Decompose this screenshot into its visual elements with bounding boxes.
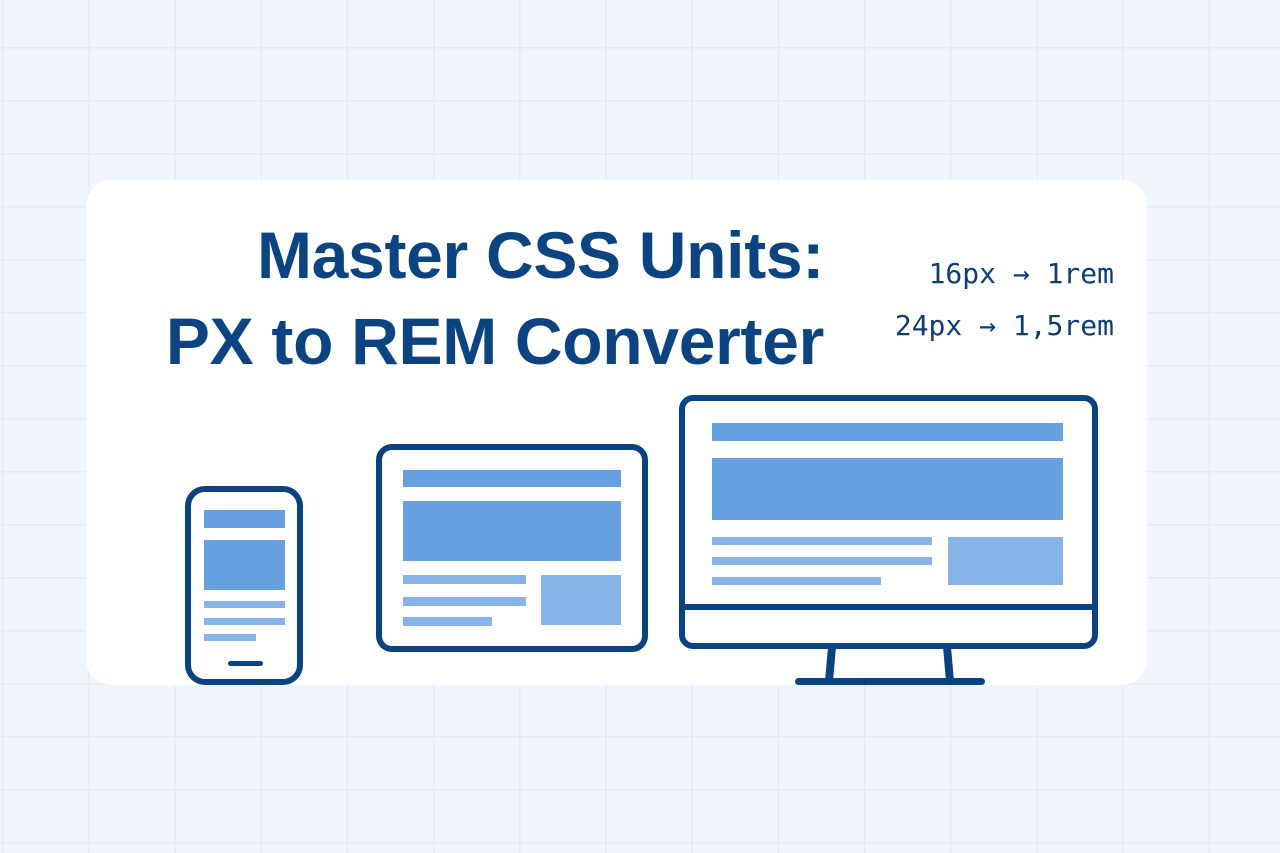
tablet-image-block — [541, 575, 621, 625]
title-line-2: PX to REM Converter — [165, 304, 824, 378]
phone-home-indicator — [228, 661, 263, 666]
monitor-stand — [795, 647, 985, 685]
title-line-1: Master CSS Units: — [256, 218, 824, 292]
monitor-bezel-divider — [682, 604, 1095, 610]
monitor-text-line — [712, 557, 932, 565]
tablet-header-bar — [403, 470, 621, 487]
monitor-text-line — [712, 537, 932, 545]
monitor-hero-block — [712, 458, 1063, 520]
phone-text-line — [204, 618, 285, 625]
monitor-image-block — [948, 537, 1063, 585]
conversion-example: 16px → 1rem — [928, 257, 1114, 290]
tablet-hero-block — [403, 501, 621, 561]
tablet-text-line — [403, 575, 526, 584]
page-title: Master CSS Units: PX to REM Converter — [166, 212, 824, 384]
conversion-examples: 16px → 1rem 24px → 1,5rem — [852, 248, 1114, 352]
conversion-example: 24px → 1,5rem — [894, 309, 1114, 342]
monitor-text-line — [712, 577, 881, 585]
phone-hero-block — [204, 540, 285, 590]
phone-text-line — [204, 601, 285, 608]
phone-header-bar — [204, 510, 285, 528]
tablet-text-line — [403, 597, 526, 606]
phone-text-line — [204, 634, 256, 641]
tablet-text-line — [403, 617, 492, 626]
monitor-header-bar — [712, 423, 1063, 441]
